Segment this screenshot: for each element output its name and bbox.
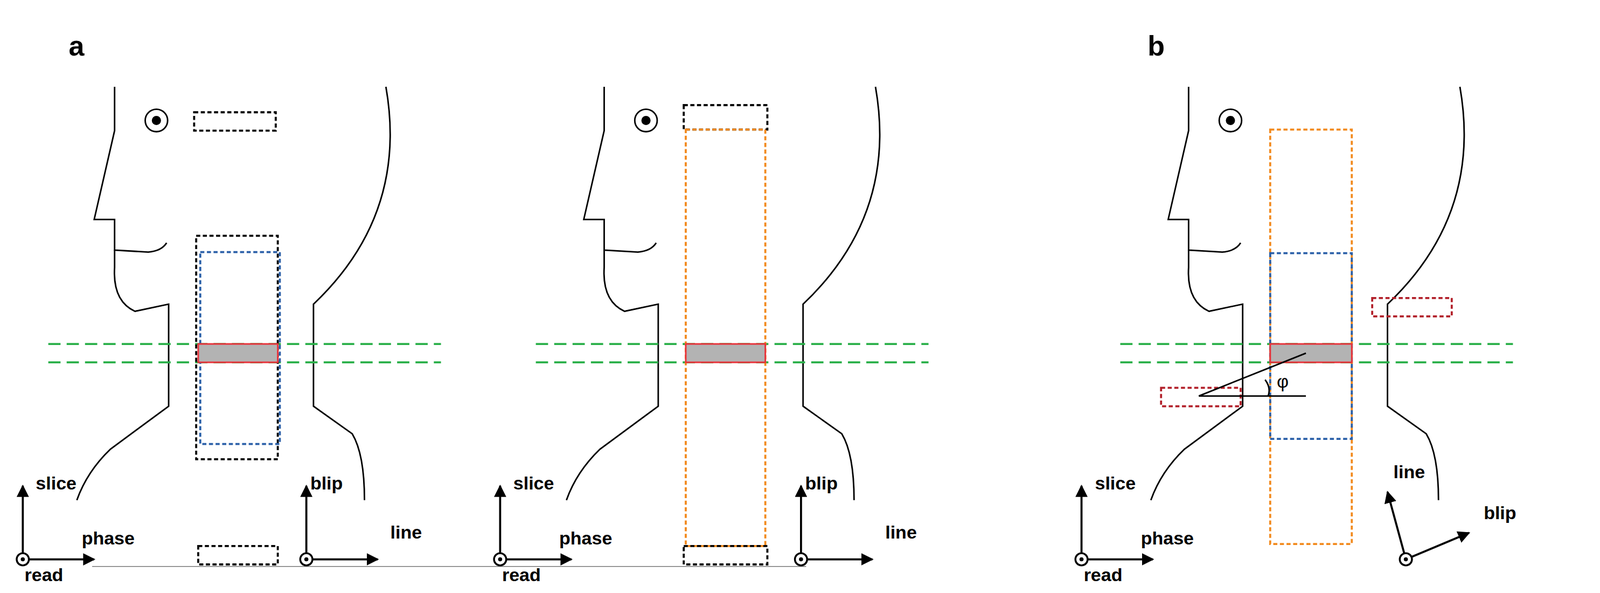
out-of-plane-axis xyxy=(795,552,808,566)
slice-slab xyxy=(198,343,278,363)
axis-label: line xyxy=(1393,462,1426,481)
axis-label: line xyxy=(885,522,917,541)
fov-box xyxy=(1270,129,1352,544)
head-outline xyxy=(77,86,391,500)
axis-label: blip xyxy=(1483,503,1516,522)
axis-arrow xyxy=(21,485,24,553)
out-of-plane-axis xyxy=(1399,552,1412,566)
axis-label: line xyxy=(390,522,423,541)
angle-label: φ xyxy=(1276,371,1289,391)
slice-slab xyxy=(685,343,766,363)
axis-label: phase xyxy=(559,528,612,547)
axis-arrow xyxy=(506,558,572,561)
axis-arrow xyxy=(498,485,502,553)
axis-label: read xyxy=(24,565,64,584)
axis-arrow xyxy=(1406,532,1470,559)
axis-arrow xyxy=(1080,485,1083,553)
panel-letter: a xyxy=(68,31,85,60)
fov-box xyxy=(196,235,278,459)
axis-arrow xyxy=(807,558,873,561)
head-outline xyxy=(1150,86,1465,500)
fov-box xyxy=(683,545,768,565)
axis-label: slice xyxy=(513,473,555,492)
axis-label: slice xyxy=(35,473,77,492)
axis-label: blip xyxy=(805,473,838,492)
alias-box xyxy=(1372,297,1452,317)
axis-label: blip xyxy=(310,473,343,492)
axis-arrow xyxy=(800,485,803,553)
out-of-plane-axis xyxy=(300,552,313,566)
base-line xyxy=(92,565,806,567)
axis-arrow xyxy=(29,558,95,561)
out-of-plane-axis xyxy=(16,552,30,566)
angle-lines xyxy=(1198,352,1306,396)
slice-slab xyxy=(1270,343,1352,363)
axis-label: read xyxy=(502,565,541,584)
axis-arrow xyxy=(312,558,378,561)
axis-arrow xyxy=(1087,558,1153,561)
axis-label: read xyxy=(1083,565,1123,584)
axis-arrow xyxy=(305,485,308,553)
fov-box xyxy=(685,129,766,546)
out-of-plane-axis xyxy=(494,552,507,566)
axis-label: slice xyxy=(1094,473,1136,492)
fov-box xyxy=(1270,253,1352,440)
axis-label: phase xyxy=(1141,528,1194,547)
fov-box xyxy=(193,112,276,131)
head-outline xyxy=(566,86,880,500)
alias-box xyxy=(1160,387,1241,406)
fov-box xyxy=(683,105,768,130)
axis-label: phase xyxy=(81,528,135,547)
out-of-plane-axis xyxy=(1075,552,1088,566)
fov-box xyxy=(198,545,278,565)
panel-letter: b xyxy=(1147,31,1165,60)
axis-arrow xyxy=(1387,491,1407,560)
